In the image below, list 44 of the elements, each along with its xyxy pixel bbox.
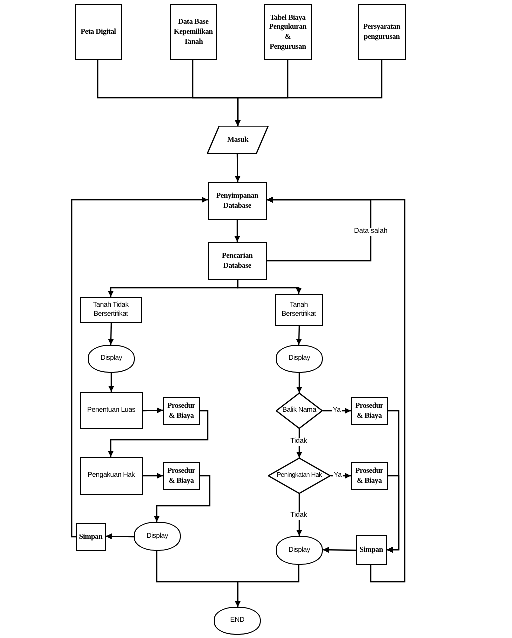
- process-box: [80, 457, 143, 495]
- arrow: [323, 408, 351, 414]
- arrow: [323, 547, 356, 554]
- arrow: [71, 197, 208, 538]
- arrow: [108, 410, 209, 457]
- process-box: [351, 462, 388, 490]
- process-box: [351, 397, 388, 425]
- input-parallelogram: [207, 126, 269, 154]
- arrow: [234, 220, 240, 242]
- decision-diamond: [268, 458, 331, 494]
- process-box: [170, 4, 217, 60]
- arrow: [142, 408, 164, 414]
- process-box: [75, 4, 122, 60]
- process-box: [208, 242, 267, 280]
- display-shape: [214, 607, 261, 635]
- process-box: [356, 535, 387, 565]
- arrow: [154, 475, 211, 522]
- arrow: [235, 565, 300, 607]
- process-box: [275, 294, 323, 326]
- arrow: [108, 322, 114, 346]
- arrow: [234, 154, 241, 182]
- process-box: [163, 462, 200, 490]
- arrow: [108, 373, 114, 392]
- arrow: [237, 280, 302, 294]
- arrow: [106, 534, 134, 540]
- process-box: [80, 392, 143, 429]
- process-box: [80, 297, 142, 323]
- arrow: [296, 373, 302, 393]
- arrow: [296, 326, 302, 346]
- arrow: [296, 494, 302, 536]
- display-shape: [276, 536, 323, 565]
- arrow: [143, 473, 163, 479]
- arrow: [387, 475, 400, 553]
- process-box: [358, 4, 406, 60]
- arrow: [267, 197, 406, 583]
- process-box: [76, 523, 106, 551]
- process-box: [163, 397, 200, 425]
- display-shape: [276, 345, 323, 373]
- process-box: [264, 4, 312, 60]
- arrow: [235, 60, 383, 126]
- decision-diamond: [276, 393, 323, 429]
- process-box: [208, 182, 267, 220]
- display-shape: [88, 345, 135, 373]
- display-shape: [134, 522, 181, 551]
